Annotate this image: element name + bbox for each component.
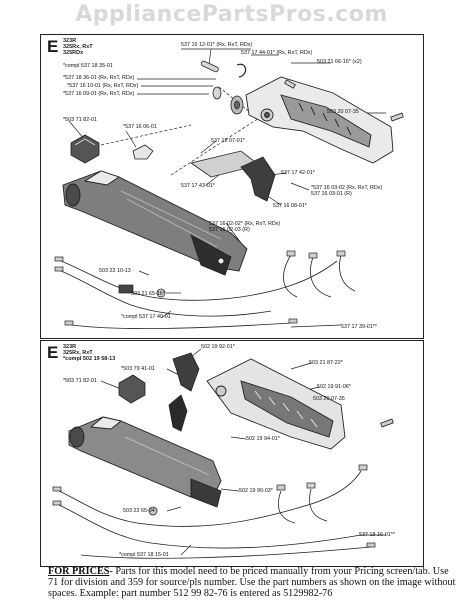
pricing-heading: FOR PRICES — [48, 566, 110, 577]
part-label: *537 16 09-01 (Rx, RxT, RDx) — [63, 91, 135, 97]
section-letter: E — [47, 343, 59, 362]
stop-switch — [70, 134, 100, 164]
model-label: 325Rx, RxT — [63, 44, 93, 51]
model-label: *compl 502 19 58-13 — [63, 356, 116, 363]
spring-clip — [236, 63, 247, 78]
screw — [390, 112, 404, 122]
part-label: 502 19 91-06* — [317, 384, 351, 390]
part-label: 503 22 65-04 — [123, 508, 155, 514]
part-label: 537 16 02-02* (Rx, RxT, RDx)537 16 02-03… — [209, 221, 281, 233]
part-label: *503 79 41-01 — [121, 366, 155, 372]
model-label: 325Rx, RxT — [63, 350, 93, 357]
throttle-lever — [168, 394, 188, 432]
bearing-ring — [212, 86, 222, 100]
part-label: *537 16 03-02 (Rx, RxT, RDx)537 16 03-01… — [311, 185, 383, 197]
throttle-latch — [132, 144, 154, 160]
part-label: *537 18 36-01 (Rx, RxT, RDx) — [63, 75, 135, 81]
screw — [284, 79, 296, 89]
wiring-harness — [60, 254, 356, 330]
part-label: 537 16 08-01* — [273, 203, 307, 209]
model-label: 323R — [63, 38, 77, 44]
diagram-panel-bottom: E 323R 325Rx, RxT *compl 502 19 58-13 — [40, 340, 424, 567]
model-label: 325RDx — [63, 50, 84, 57]
part-label: 503 22 10-13 — [99, 268, 131, 274]
rear-handle-housing — [245, 76, 394, 164]
part-label: *compl 537 17 40-01 — [121, 314, 171, 320]
handle-grip — [62, 170, 248, 276]
model-list: 323R 325Rx, RxT 325RDx — [63, 38, 123, 57]
nut — [148, 506, 158, 516]
part-label: 502 19 90-03* — [239, 488, 273, 494]
exploded-parts-drawing — [54, 48, 404, 330]
wiring-harness — [58, 470, 372, 559]
throttle-trigger — [240, 156, 276, 202]
part-label: 503 20 07-35 — [313, 396, 345, 402]
model-list: 323R 325Rx, RxT *compl 502 19 58-13 — [63, 344, 123, 363]
screw — [380, 418, 394, 428]
part-label: 503 21 66-16* (x2) — [317, 59, 362, 65]
part-label: 537 16 07-01* — [211, 138, 245, 144]
part-label: *compl 537 18 15-01 — [119, 552, 169, 558]
pricing-note: FOR PRICES- Parts for this model need to… — [48, 566, 456, 599]
part-label: *537 16 06-01 — [123, 124, 157, 130]
handle-grip — [68, 416, 222, 508]
part-label: 503 20 07-35 — [327, 109, 359, 115]
part-label: 502 19 94-01* — [246, 436, 280, 442]
throttle-trigger — [172, 352, 200, 392]
part-label: 537 18 16-01** — [359, 532, 395, 538]
nut — [156, 288, 166, 298]
part-label: 537 17 39-01** — [341, 324, 377, 330]
model-label: 323R — [63, 344, 77, 350]
exploded-parts-drawing — [52, 348, 394, 559]
part-label: *compl 537 18 35-01 — [63, 63, 113, 69]
rear-handle-housing — [206, 358, 346, 450]
pricing-text: - Parts for this model need to be priced… — [48, 566, 456, 599]
part-label: 537 17 43-01* — [181, 183, 215, 189]
stop-switch — [118, 374, 146, 404]
part-label: 503 21 65-16* — [131, 291, 165, 297]
watermark: AppliancePartsPros.com — [75, 2, 388, 27]
part-label: 502 19 92-01* — [201, 344, 235, 350]
part-label: 503 21 87-22* — [309, 360, 343, 366]
connector — [118, 284, 134, 294]
part-label: 537 16 12-01* (Rx, RxT, RDx) — [181, 42, 253, 48]
part-label: 537 17 44-01* (Rx, RxT, RDx) — [241, 50, 313, 56]
part-label: *503 71 82-01 — [63, 378, 97, 384]
part-label: 537 17 42-01* — [281, 170, 315, 176]
part-label: *503 71 82-01 — [63, 117, 97, 123]
diagram-panel-top: E 323R 325Rx, RxT 325RDx — [40, 34, 424, 339]
pin-part — [200, 60, 219, 73]
part-label: *537 16 10-01 (Rx, RxT, RDx) — [67, 83, 139, 89]
section-letter: E — [47, 37, 59, 56]
